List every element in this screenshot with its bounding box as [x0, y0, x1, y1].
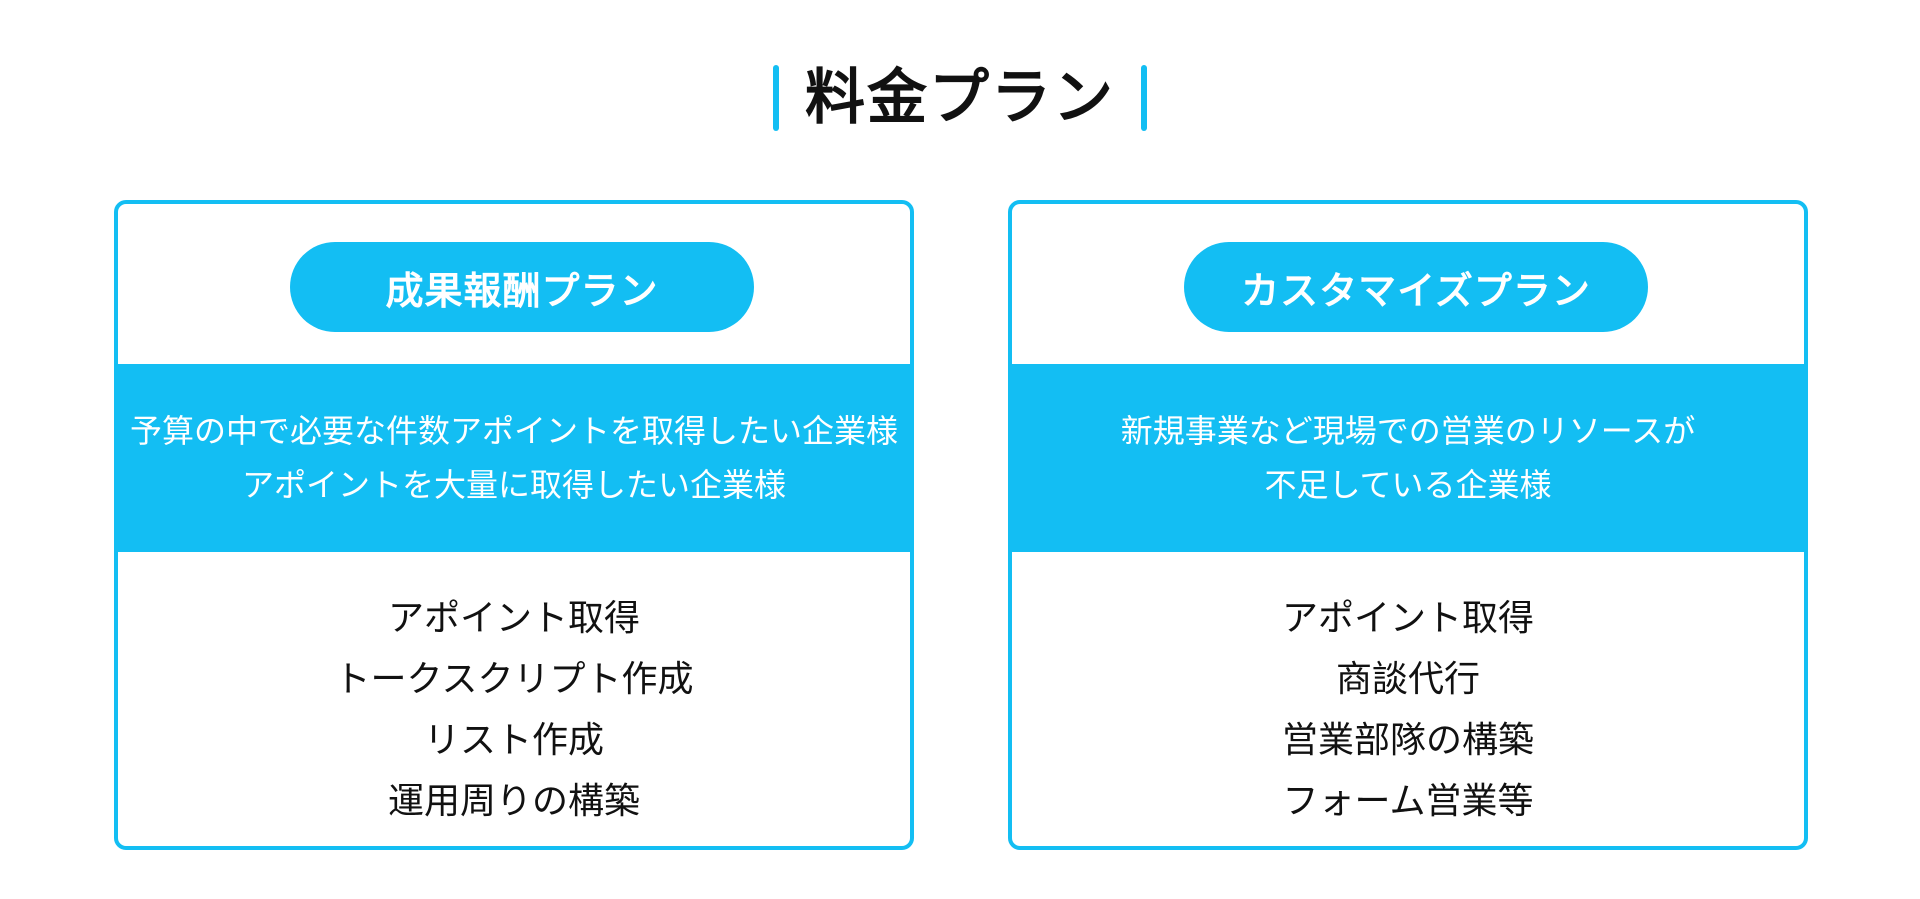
plan-target-line: 不足している企業様 — [1264, 466, 1552, 504]
plan-feature-item: リスト作成 — [423, 720, 604, 761]
plan-feature-item: 商談代行 — [1335, 659, 1480, 700]
plan-feature-item: アポイント取得 — [387, 598, 640, 639]
plan-feature-item: トークスクリプト作成 — [334, 659, 694, 700]
plan-card-performance: 成果報酬プラン 予算の中で必要な件数アポイントを取得したい企業様 アポイントを大… — [114, 200, 914, 850]
title-bar-right — [1141, 65, 1147, 131]
plan-name-badge: カスタマイズプラン — [1184, 242, 1648, 332]
plan-feature-list: アポイント取得 トークスクリプト作成 リスト作成 運用周りの構築 — [118, 588, 910, 832]
page-header: 料金プラン — [0, 62, 1920, 134]
plan-feature-item: 運用周りの構築 — [387, 781, 640, 822]
plan-target-band: 新規事業など現場での営業のリソースが 不足している企業様 — [1012, 364, 1804, 552]
plan-target-line: 予算の中で必要な件数アポイントを取得したい企業様 — [129, 412, 898, 450]
plan-target-line: 新規事業など現場での営業のリソースが — [1120, 412, 1696, 450]
plan-target-line: アポイントを大量に取得したい企業様 — [241, 466, 786, 504]
plan-target-band: 予算の中で必要な件数アポイントを取得したい企業様 アポイントを大量に取得したい企… — [118, 364, 910, 552]
title-bar-left — [773, 65, 779, 131]
plan-card-custom: カスタマイズプラン 新規事業など現場での営業のリソースが 不足している企業様 ア… — [1008, 200, 1808, 850]
plan-feature-item: フォーム営業等 — [1282, 781, 1534, 822]
plan-feature-list: アポイント取得 商談代行 営業部隊の構築 フォーム営業等 — [1012, 588, 1804, 832]
plan-name-badge: 成果報酬プラン — [290, 242, 754, 332]
plan-feature-item: 営業部隊の構築 — [1281, 720, 1534, 761]
plan-feature-item: アポイント取得 — [1281, 598, 1534, 639]
page-title: 料金プラン — [805, 63, 1115, 133]
